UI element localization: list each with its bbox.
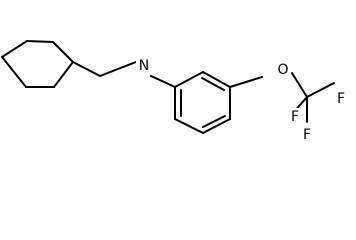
molecule-svg: N O F F F <box>1 40 348 144</box>
bond-cyclohexane-4 <box>53 61 74 88</box>
bond-benzene-5 <box>202 71 231 88</box>
bond-aryl-to-o <box>229 76 263 88</box>
atom-f3: F <box>303 127 311 143</box>
bond-cyclohexane-3 <box>52 41 74 63</box>
atom-f1: F <box>337 91 345 107</box>
atom-f1-bg <box>334 90 348 108</box>
bond-benzene-double-2 <box>202 115 226 128</box>
bond-benzene-6 <box>174 71 204 88</box>
bond-benzene-double-3 <box>201 77 225 91</box>
bond-cyclohexane-1 <box>1 40 28 58</box>
atom-n-bg <box>136 57 152 75</box>
bond-benzene-3 <box>202 118 231 134</box>
structure-diagram: N O F F F <box>1 40 348 144</box>
bond-n-to-aryl <box>150 75 176 88</box>
bond-cyclohexane-2 <box>26 40 54 43</box>
bond-o-to-cf3 <box>291 72 308 98</box>
atom-f2: F <box>291 109 299 125</box>
atom-f3-bg <box>300 126 314 144</box>
bond-benzene-2 <box>174 118 204 134</box>
bond-ring-to-ch2 <box>72 61 101 77</box>
atom-n: N <box>139 58 149 74</box>
bond-cyclohexane-6 <box>1 56 27 88</box>
atom-o-bg <box>275 61 291 79</box>
bond-cf3-f-right <box>306 82 335 98</box>
atom-f2-bg <box>288 108 302 126</box>
bond-ch2-to-n <box>99 61 137 77</box>
atom-o: O <box>277 62 288 78</box>
